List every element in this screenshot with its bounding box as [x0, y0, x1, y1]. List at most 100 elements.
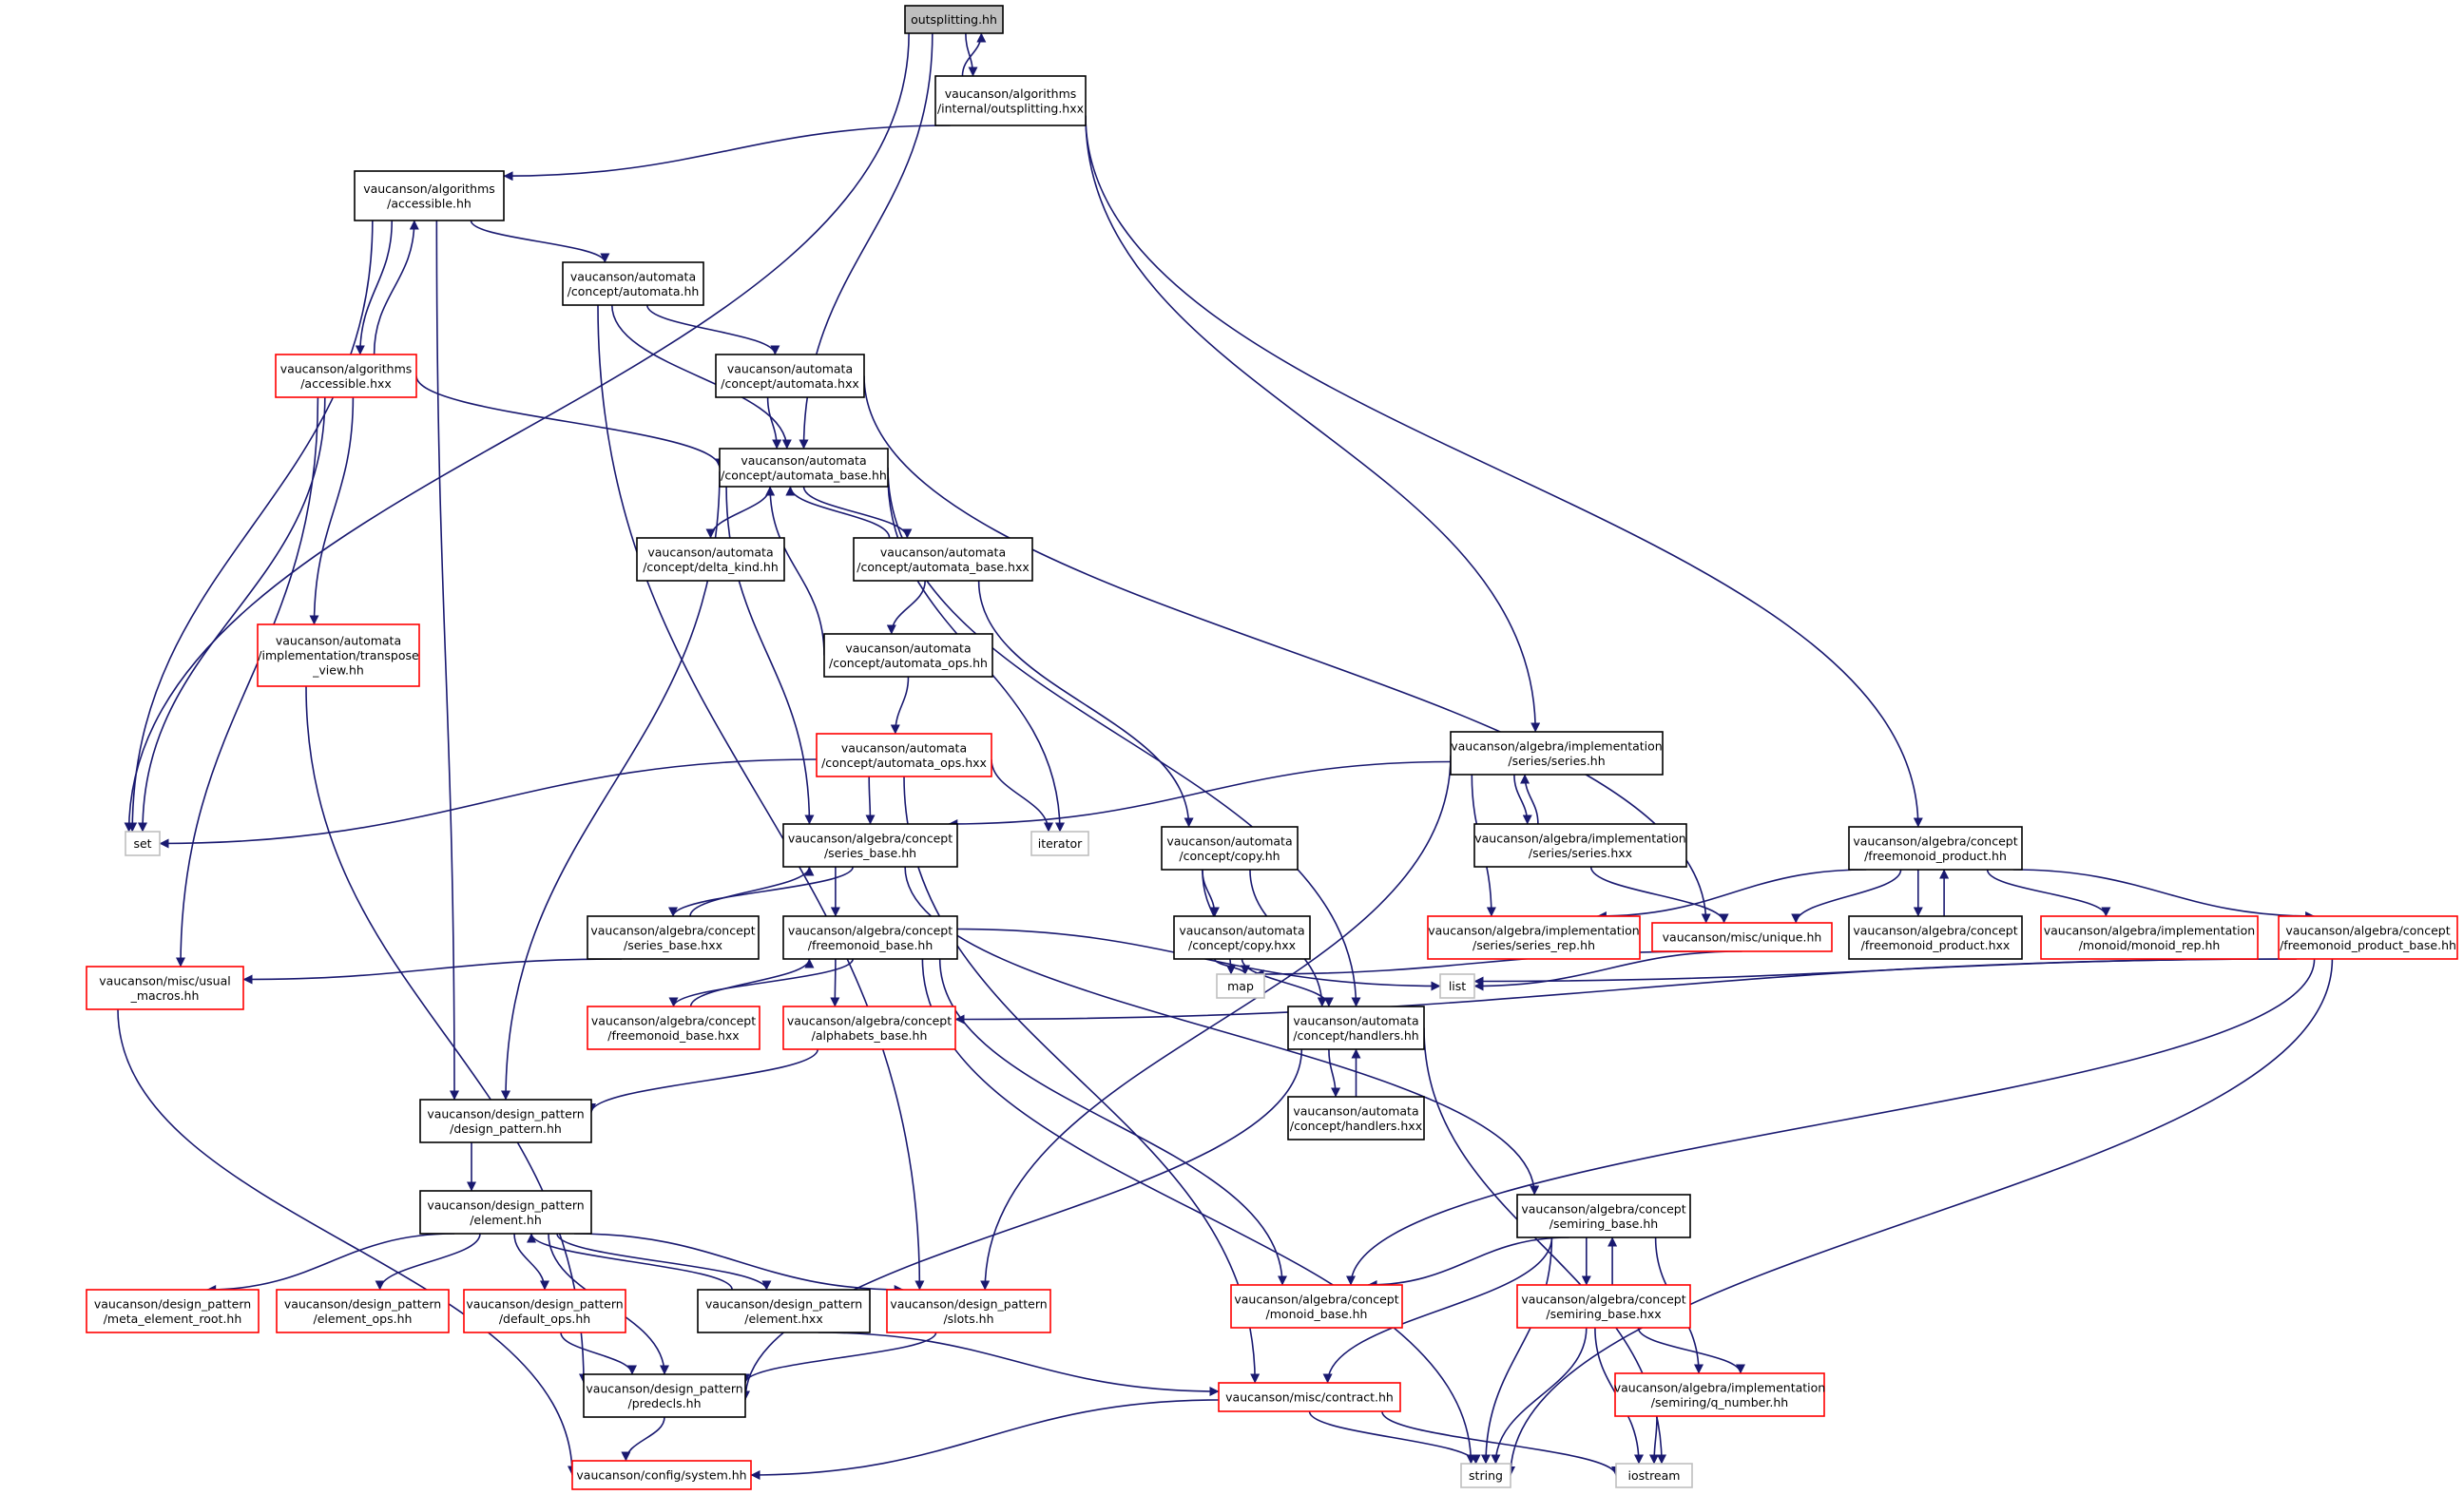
node-label: vaucanson/algebra/concept [1521, 1292, 1685, 1306]
node-qnumber[interactable]: vaucanson/algebra/implementation/semirin… [1614, 1372, 1825, 1417]
include-edge [1506, 958, 2334, 1476]
node-system[interactable]: vaucanson/config/system.hh [571, 1460, 752, 1490]
node-fmprod-hxx[interactable]: vaucanson/algebra/concept/freemonoid_pro… [1848, 915, 2023, 960]
include-edge [765, 486, 825, 656]
node-iterator[interactable]: iterator [1030, 831, 1089, 856]
node-slots[interactable]: vaucanson/design_pattern/slots.hh [886, 1289, 1051, 1333]
node-handlers-hxx[interactable]: vaucanson/automata/concept/handlers.hxx [1287, 1096, 1425, 1140]
node-copy-hh[interactable]: vaucanson/automata/concept/copy.hh [1161, 826, 1299, 871]
node-series-hh[interactable]: vaucanson/algebra/implementation/series/… [1450, 731, 1664, 776]
node-autbase-hh[interactable]: vaucanson/automata/concept/automata_base… [719, 448, 889, 488]
node-map[interactable]: map [1216, 973, 1265, 999]
node-predecls[interactable]: vaucanson/design_pattern/predecls.hh [583, 1373, 746, 1418]
node-label: /accessible.hxx [300, 376, 392, 391]
node-label: vaucanson/algebra/concept [1234, 1292, 1398, 1306]
include-edge [309, 396, 355, 625]
node-list[interactable]: list [1439, 973, 1475, 999]
include-edge [1085, 115, 1541, 733]
node-label: /series/series_rep.hh [1473, 938, 1595, 952]
node-alphabets[interactable]: vaucanson/algebra/concept/alphabets_base… [782, 1006, 956, 1050]
node-box [934, 75, 1087, 126]
node-label: /semiring_base.hxx [1546, 1307, 1661, 1321]
node-label: vaucanson/misc/contract.hh [1225, 1390, 1394, 1405]
node-autops-hxx[interactable]: vaucanson/automata/concept/automata_ops.… [816, 733, 992, 777]
node-label: /concept/copy.hxx [1188, 938, 1296, 952]
node-fmprodbase[interactable]: vaucanson/algebra/concept/freemonoid_pro… [2278, 915, 2458, 960]
node-box [1439, 973, 1475, 999]
node-elem-hh[interactable]: vaucanson/design_pattern/element.hh [419, 1190, 592, 1235]
node-label: vaucanson/design_pattern [427, 1198, 584, 1212]
node-autbase-hxx[interactable]: vaucanson/automata/concept/automata_base… [853, 537, 1033, 582]
node-autops-hh[interactable]: vaucanson/automata/concept/automata_ops.… [823, 633, 993, 678]
node-label: /series/series.hxx [1529, 846, 1632, 860]
include-edge [980, 755, 1452, 1291]
node-outspl-hxx[interactable]: vaucanson/algorithms/internal/outsplitti… [934, 75, 1087, 126]
node-semiring-hxx[interactable]: vaucanson/algebra/concept/semiring_base.… [1516, 1284, 1691, 1329]
node-usual[interactable]: vaucanson/misc/usual_macros.hh [86, 966, 244, 1010]
include-edge [305, 685, 588, 1384]
include-edge [355, 220, 394, 355]
node-copy-hxx[interactable]: vaucanson/automata/concept/copy.hxx [1173, 915, 1311, 960]
node-box [697, 1289, 871, 1333]
node-seriesbase-hh[interactable]: vaucanson/algebra/concept/series_base.hh [782, 823, 958, 868]
node-series-hxx[interactable]: vaucanson/algebra/implementation/series/… [1473, 823, 1687, 868]
node-fmbase-hh[interactable]: vaucanson/algebra/concept/freemonoid_bas… [782, 915, 958, 960]
node-label: /default_ops.hh [499, 1312, 590, 1326]
node-box [904, 5, 1004, 34]
node-label: vaucanson/misc/unique.hh [1663, 930, 1822, 945]
include-edge [1328, 1048, 1341, 1098]
node-box [1848, 826, 2023, 871]
node-seriesbase-hxx[interactable]: vaucanson/algebra/concept/series_base.hx… [587, 915, 760, 960]
node-delta[interactable]: vaucanson/automata/concept/delta_kind.hh [636, 537, 785, 582]
node-handlers-hh[interactable]: vaucanson/automata/concept/handlers.hh [1287, 1006, 1425, 1050]
include-edge [818, 1332, 1220, 1396]
node-label: set [133, 836, 151, 851]
include-edge [903, 776, 1261, 1384]
node-label: vaucanson/design_pattern [427, 1106, 584, 1121]
include-edge [1473, 950, 1742, 991]
node-box [782, 823, 958, 868]
node-label: vaucanson/misc/usual [99, 973, 230, 987]
node-box [1516, 1284, 1691, 1329]
node-box [257, 623, 420, 687]
node-label: vaucanson/algorithms [945, 86, 1077, 101]
node-aut-hh[interactable]: vaucanson/automata/concept/automata.hh [562, 261, 704, 306]
node-unique[interactable]: vaucanson/misc/unique.hh [1651, 922, 1833, 952]
node-label: vaucanson/algebra/concept [1521, 1201, 1685, 1216]
include-edge [1346, 958, 2316, 1286]
include-edge [573, 1233, 904, 1294]
node-fmbase-hxx[interactable]: vaucanson/algebra/concept/freemonoid_bas… [587, 1006, 760, 1050]
node-set[interactable]: set [125, 831, 161, 856]
node-iostream[interactable]: iostream [1615, 1463, 1693, 1488]
node-monoid-base[interactable]: vaucanson/algebra/concept/monoid_base.hh [1230, 1284, 1403, 1329]
include-edge [954, 958, 2297, 1025]
include-edge [527, 1233, 733, 1291]
node-series-rep[interactable]: vaucanson/algebra/implementation/series/… [1427, 915, 1641, 960]
node-semiring-hh[interactable]: vaucanson/algebra/concept/semiring_base.… [1516, 1194, 1691, 1238]
node-acc-hxx[interactable]: vaucanson/algorithms/accessible.hxx [275, 354, 417, 398]
node-contract[interactable]: vaucanson/misc/contract.hh [1218, 1382, 1401, 1412]
node-fmprod-hh[interactable]: vaucanson/algebra/concept/freemonoid_pro… [1848, 826, 2023, 871]
node-label: /concept/automata_base.hh [721, 468, 887, 482]
node-elemops[interactable]: vaucanson/design_pattern/element_ops.hh [276, 1289, 450, 1333]
node-dp-hh[interactable]: vaucanson/design_pattern/design_pattern.… [419, 1099, 592, 1143]
node-root[interactable]: outsplitting.hh [904, 5, 1004, 34]
node-label: vaucanson/design_pattern [466, 1296, 623, 1311]
node-label: _macros.hh [130, 988, 200, 1003]
node-label: vaucanson/automata [276, 634, 401, 648]
node-string[interactable]: string [1460, 1463, 1511, 1488]
include-edge [991, 758, 1053, 833]
node-defops[interactable]: vaucanson/design_pattern/default_ops.hh [463, 1289, 626, 1333]
node-label: vaucanson/algorithms [280, 361, 413, 375]
dependency-nodes: outsplitting.hh vaucanson/algorithms/inte… [86, 5, 2458, 1490]
node-label: /concept/handlers.hxx [1290, 1119, 1422, 1133]
node-aut-hxx[interactable]: vaucanson/automata/concept/automata.hxx [715, 354, 865, 398]
node-box [1230, 1284, 1403, 1329]
node-label: vaucanson/algebra/implementation [1474, 831, 1685, 845]
node-label: /monoid/monoid_rep.hh [2079, 938, 2221, 952]
node-acc-hh[interactable]: vaucanson/algorithms/accessible.hh [354, 170, 505, 221]
node-meta[interactable]: vaucanson/design_pattern/meta_element_ro… [86, 1289, 260, 1333]
node-monoid-rep[interactable]: vaucanson/algebra/implementation/monoid/… [2040, 915, 2259, 960]
node-transpose[interactable]: vaucanson/automata/implementation/transp… [257, 623, 420, 687]
node-elem-hxx[interactable]: vaucanson/design_pattern/element.hxx [697, 1289, 871, 1333]
